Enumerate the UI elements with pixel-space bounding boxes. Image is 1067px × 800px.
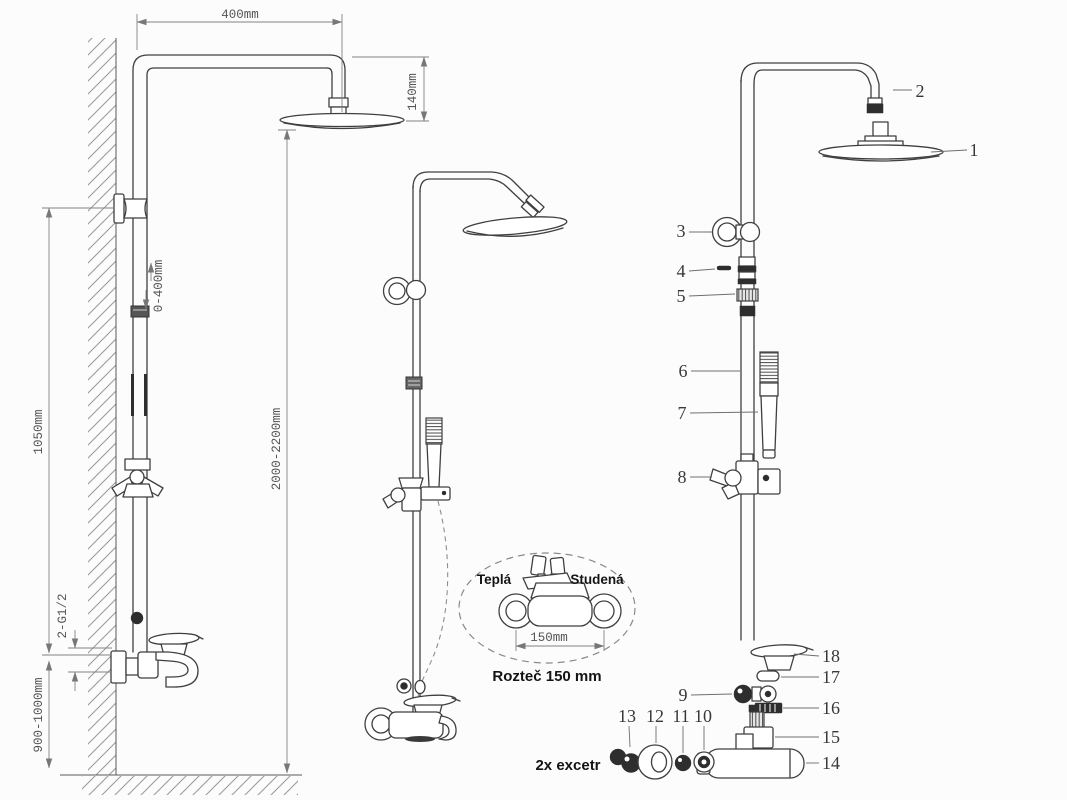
dimension-150mm: 150mm <box>515 630 605 651</box>
inlet-fittings <box>396 678 426 695</box>
diverter-valve <box>111 458 164 498</box>
figure-detail-bubble: Teplá Studená 150mm Rozteč 150 mm <box>458 552 636 685</box>
callout-17: 17 <box>822 667 840 687</box>
callout-11: 11 <box>672 706 689 726</box>
figure-perspective-view <box>364 171 568 742</box>
part-7-hand-shower <box>759 351 779 459</box>
rain-shower-head <box>462 216 568 237</box>
part-18-soap-dish <box>750 644 814 671</box>
callout-16: 16 <box>822 698 840 718</box>
diverter-valve <box>382 477 424 512</box>
dimension-2000-2200mm: 2000-2200mm <box>270 129 296 774</box>
hot-water-label: Teplá <box>477 572 512 587</box>
part-16-threaded-adapter <box>748 702 783 714</box>
part-3-wall-bracket <box>711 216 761 248</box>
callout-18: 18 <box>822 646 840 666</box>
hose-connection-dot <box>130 611 144 625</box>
callout-14: 14 <box>822 753 840 773</box>
dim-label-900-1000mm: 900-1000mm <box>32 677 46 752</box>
part-4-pin-and-joint <box>716 256 757 285</box>
dimension-2-G12: 2-G1/2 <box>56 593 112 691</box>
callout-9: 9 <box>679 685 688 705</box>
shower-riser-and-arm <box>132 54 349 653</box>
part-12-escutcheon-ring <box>637 744 673 780</box>
dim-label-1050mm: 1050mm <box>32 409 46 454</box>
part-9-connector <box>733 684 777 704</box>
telescopic-joint <box>130 305 150 416</box>
part-17-ring <box>756 670 780 682</box>
mixer-shadow <box>405 736 435 742</box>
callout-2: 2 <box>916 81 925 101</box>
eccentric-note: 2x excetr <box>535 757 600 774</box>
part-8-diverter-and-holder <box>709 453 781 500</box>
callouts: 1 2 3 4 5 6 7 8 9 10 11 12 13 1 <box>618 81 979 773</box>
dimension-0-400mm: 0-400mm <box>142 260 166 313</box>
mixer-front-view <box>498 554 622 629</box>
callout-13: 13 <box>618 706 636 726</box>
dimension-140mm: 140mm <box>352 56 429 122</box>
part-1-shower-head <box>818 121 944 162</box>
hand-shower-in-holder <box>420 417 451 501</box>
callout-8: 8 <box>678 467 687 487</box>
figure-dimensioned-view: 400mm 140mm 0-400mm 1050mm 2000-2200mm 2… <box>32 8 429 795</box>
part-11-eccentric <box>674 754 692 772</box>
dimension-900-1000mm: 900-1000mm <box>32 660 53 769</box>
dim-label-140mm: 140mm <box>406 73 420 111</box>
rain-shower-head <box>279 112 405 130</box>
dim-label-2000-2200mm: 2000-2200mm <box>270 408 284 491</box>
wall-mixer-with-spout <box>110 632 204 688</box>
detail-dashed-ellipse <box>458 552 636 664</box>
riser-and-arm <box>412 171 545 712</box>
dim-label-2-G12: 2-G1/2 <box>56 593 70 638</box>
dim-label-0-400mm: 0-400mm <box>152 260 166 313</box>
figure-exploded-view: 1 2 3 4 5 6 7 8 9 10 11 12 13 1 <box>535 62 979 780</box>
floor-section <box>60 774 302 795</box>
pipe-joint <box>405 376 423 390</box>
wall-bracket-ring <box>382 276 427 306</box>
callout-6: 6 <box>679 361 688 381</box>
callout-15: 15 <box>822 727 840 747</box>
part-5-knurled-nut <box>736 288 759 317</box>
callout-12: 12 <box>646 706 664 726</box>
dim-label-150mm: 150mm <box>530 631 568 645</box>
callout-4: 4 <box>677 261 686 281</box>
part-10-nut <box>693 751 715 773</box>
callout-5: 5 <box>677 286 686 306</box>
riser-and-arm <box>740 62 884 641</box>
detail-caption: Rozteč 150 mm <box>492 668 601 685</box>
callout-10: 10 <box>694 706 712 726</box>
callout-1: 1 <box>970 140 979 160</box>
cold-water-label: Studená <box>570 572 624 587</box>
dimension-400mm: 400mm <box>136 8 343 112</box>
dimension-1050mm: 1050mm <box>32 207 113 656</box>
dim-label-400mm: 400mm <box>221 8 259 22</box>
wall-mixer <box>364 694 461 742</box>
wall-bracket <box>113 193 148 224</box>
callout-7: 7 <box>678 403 687 423</box>
callout-3: 3 <box>677 221 686 241</box>
